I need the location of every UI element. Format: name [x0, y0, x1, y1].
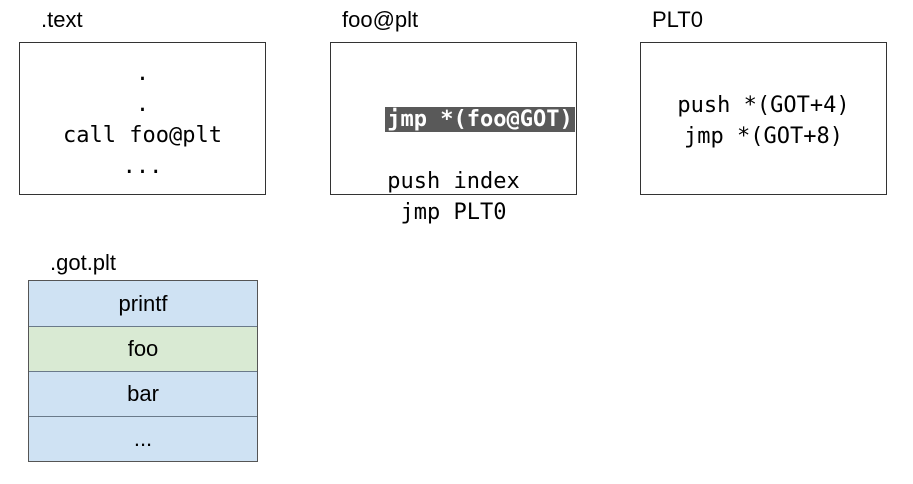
text-section-box: . . call foo@plt ...	[19, 42, 266, 195]
code-line: jmp PLT0	[400, 200, 507, 225]
code-line: jmp *(GOT+8)	[684, 123, 843, 149]
got-entry-bar: bar	[29, 371, 257, 416]
highlighted-instruction: jmp *(foo@GOT)	[385, 107, 575, 132]
code-line: push index	[387, 169, 520, 194]
code-line: call foo@plt	[63, 122, 222, 148]
got-entry-foo: foo	[29, 326, 257, 371]
code-line: .	[135, 60, 150, 86]
plt-entry-label: foo@plt	[342, 7, 419, 32]
plt0-label: PLT0	[652, 7, 703, 32]
got-plt-label: .got.plt	[50, 250, 117, 275]
plt0-box: push *(GOT+4) jmp *(GOT+8)	[640, 42, 887, 195]
plt-entry-box: jmp *(foo@GOT) push index jmp PLT0	[330, 42, 577, 225]
code-line: ...	[122, 153, 163, 179]
code-line-highlighted: jmp *(foo@GOT)	[332, 73, 575, 166]
text-section-label: .text	[41, 7, 83, 32]
got-entry-printf: printf	[29, 281, 257, 326]
code-line: .	[135, 91, 150, 117]
got-plt-table: printf foo bar ...	[28, 280, 258, 462]
code-line: push *(GOT+4)	[677, 92, 850, 118]
got-entry-ellipsis: ...	[29, 416, 257, 461]
